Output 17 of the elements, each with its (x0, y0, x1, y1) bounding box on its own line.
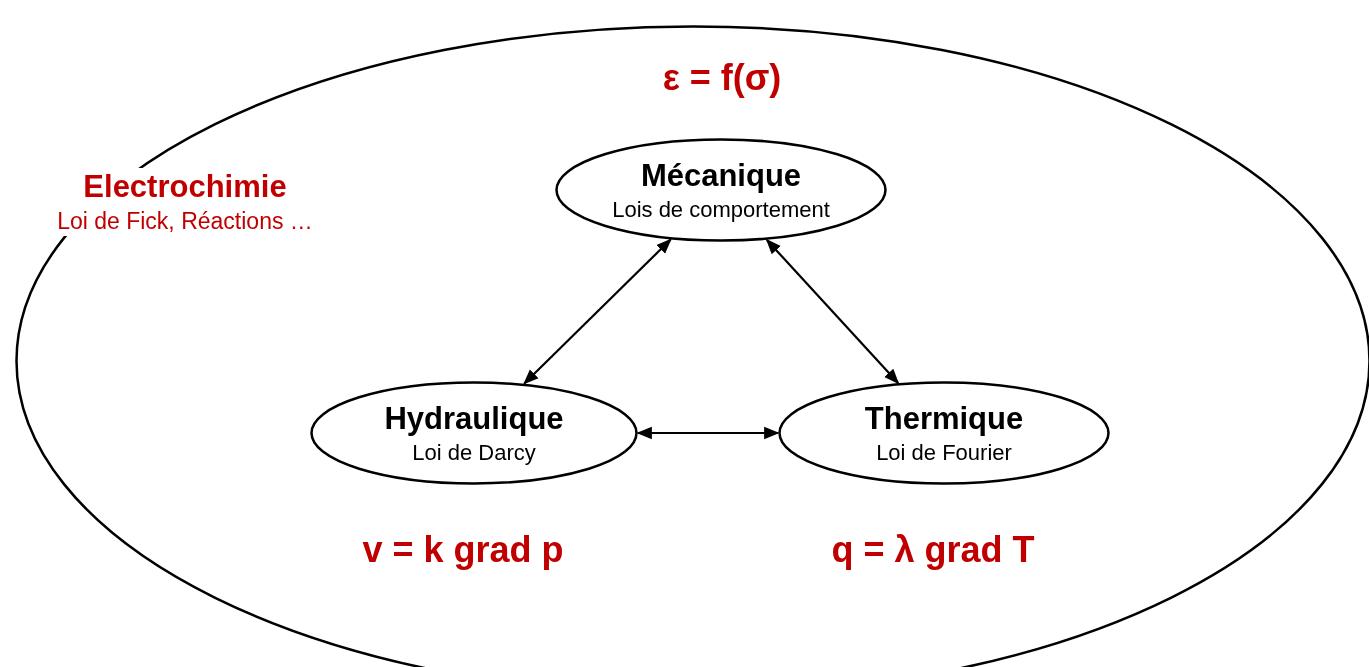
ellipse-node (555, 138, 887, 242)
double-arrow (523, 238, 672, 385)
heading: Mécanique (640, 156, 802, 195)
description: Loi de Darcy (412, 438, 536, 467)
double-arrow (765, 238, 900, 385)
heading: Electrochimie (83, 168, 287, 206)
ellipse-node (778, 381, 1110, 485)
formula: q = λ grad T (831, 532, 1035, 568)
formula: ε = f(σ) (662, 60, 782, 96)
formula: v = k grad p (362, 532, 564, 568)
description: Loi de Fourier (876, 438, 1012, 467)
description: Loi de Fick, Réactions … (57, 206, 313, 236)
ellipse-node (310, 381, 638, 485)
heading: Thermique (864, 399, 1024, 438)
heading: Hydraulique (384, 399, 564, 438)
double-arrow (636, 426, 780, 440)
description: Lois de comportement (612, 195, 830, 224)
